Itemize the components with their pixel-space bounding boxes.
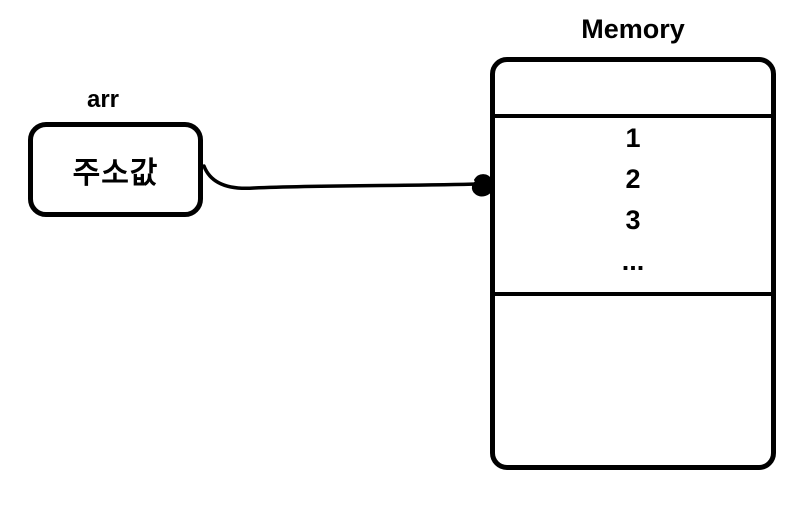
arr-value: 주소값 <box>72 156 159 190</box>
memory-section-bottom <box>495 296 771 465</box>
memory-section-top <box>495 62 771 114</box>
memory-cell: 2 <box>625 164 641 194</box>
memory-cell: 3 <box>625 205 641 235</box>
arr-box: 주소값 <box>28 122 203 217</box>
arrow-line <box>202 164 478 191</box>
memory-cell: ... <box>621 246 645 276</box>
arr-label: arr <box>86 86 120 113</box>
memory-cell: 1 <box>625 123 641 153</box>
memory-box: 1 2 3 ... <box>490 57 776 470</box>
memory-section-values: 1 2 3 ... <box>495 114 771 296</box>
memory-title: Memory <box>581 14 685 44</box>
